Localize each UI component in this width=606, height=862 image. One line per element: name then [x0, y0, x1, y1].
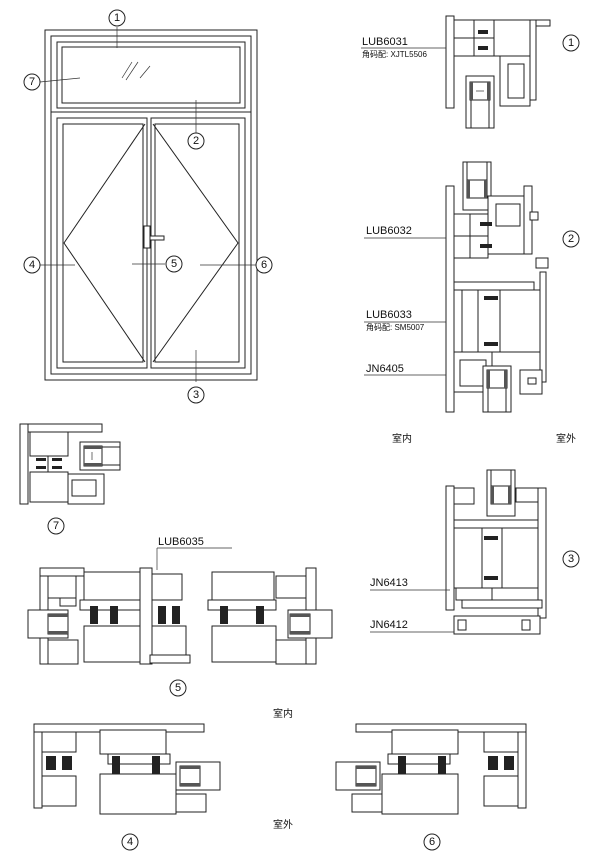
svg-text:2: 2: [193, 135, 199, 147]
label-interior-center: 室内: [273, 707, 293, 720]
callout-6-elevation: 6: [255, 256, 273, 274]
callout-4-section: 4: [121, 833, 139, 851]
section-3: [370, 469, 547, 635]
svg-text:4: 4: [29, 259, 35, 271]
label-interior-right: 室内: [392, 432, 412, 445]
label-lub6032: LUB6032: [366, 225, 412, 237]
svg-text:5: 5: [175, 682, 181, 694]
label-jn6405: JN6405: [366, 363, 404, 375]
callout-1-section: 1: [562, 34, 580, 52]
callout-3-section: 3: [562, 550, 580, 568]
callout-2-elevation: 2: [187, 132, 205, 150]
callout-4-elevation: 4: [23, 256, 41, 274]
callout-2-section: 2: [562, 230, 580, 248]
section-4: [33, 723, 221, 815]
svg-text:6: 6: [429, 836, 435, 848]
label-exterior-center: 室外: [273, 818, 293, 831]
svg-text:4: 4: [127, 836, 133, 848]
section-7: [19, 423, 121, 505]
label-jn6412: JN6412: [370, 619, 408, 631]
callout-7-section: 7: [47, 517, 65, 535]
note-lub6031: 角码配: XJTL5506: [362, 49, 427, 59]
svg-text:7: 7: [29, 76, 35, 88]
section-6: [335, 723, 527, 815]
svg-text:2: 2: [568, 233, 574, 245]
label-lub6035: LUB6035: [158, 536, 204, 548]
section-5: [27, 547, 333, 665]
svg-text:3: 3: [193, 389, 199, 401]
note-lub6033: 角码配: SM5007: [366, 322, 425, 332]
svg-text:1: 1: [568, 37, 574, 49]
callout-1-elevation: 1: [108, 9, 126, 27]
door-elevation: [39, 27, 258, 382]
label-lub6033: LUB6033: [366, 309, 412, 321]
callout-5-elevation: 5: [165, 255, 183, 273]
callout-5-section: 5: [169, 679, 187, 697]
label-jn6413: JN6413: [370, 577, 408, 589]
svg-text:5: 5: [171, 258, 177, 270]
callout-3-elevation: 3: [187, 386, 205, 404]
section-1: [361, 15, 551, 129]
svg-text:1: 1: [114, 12, 120, 24]
section-2: [364, 161, 549, 413]
label-exterior-right: 室外: [556, 432, 576, 445]
svg-text:6: 6: [261, 259, 267, 271]
callout-7-elevation: 7: [23, 73, 41, 91]
svg-text:7: 7: [53, 520, 59, 532]
svg-text:3: 3: [568, 553, 574, 565]
callout-6-section: 6: [423, 833, 441, 851]
label-lub6031: LUB6031: [362, 36, 408, 48]
